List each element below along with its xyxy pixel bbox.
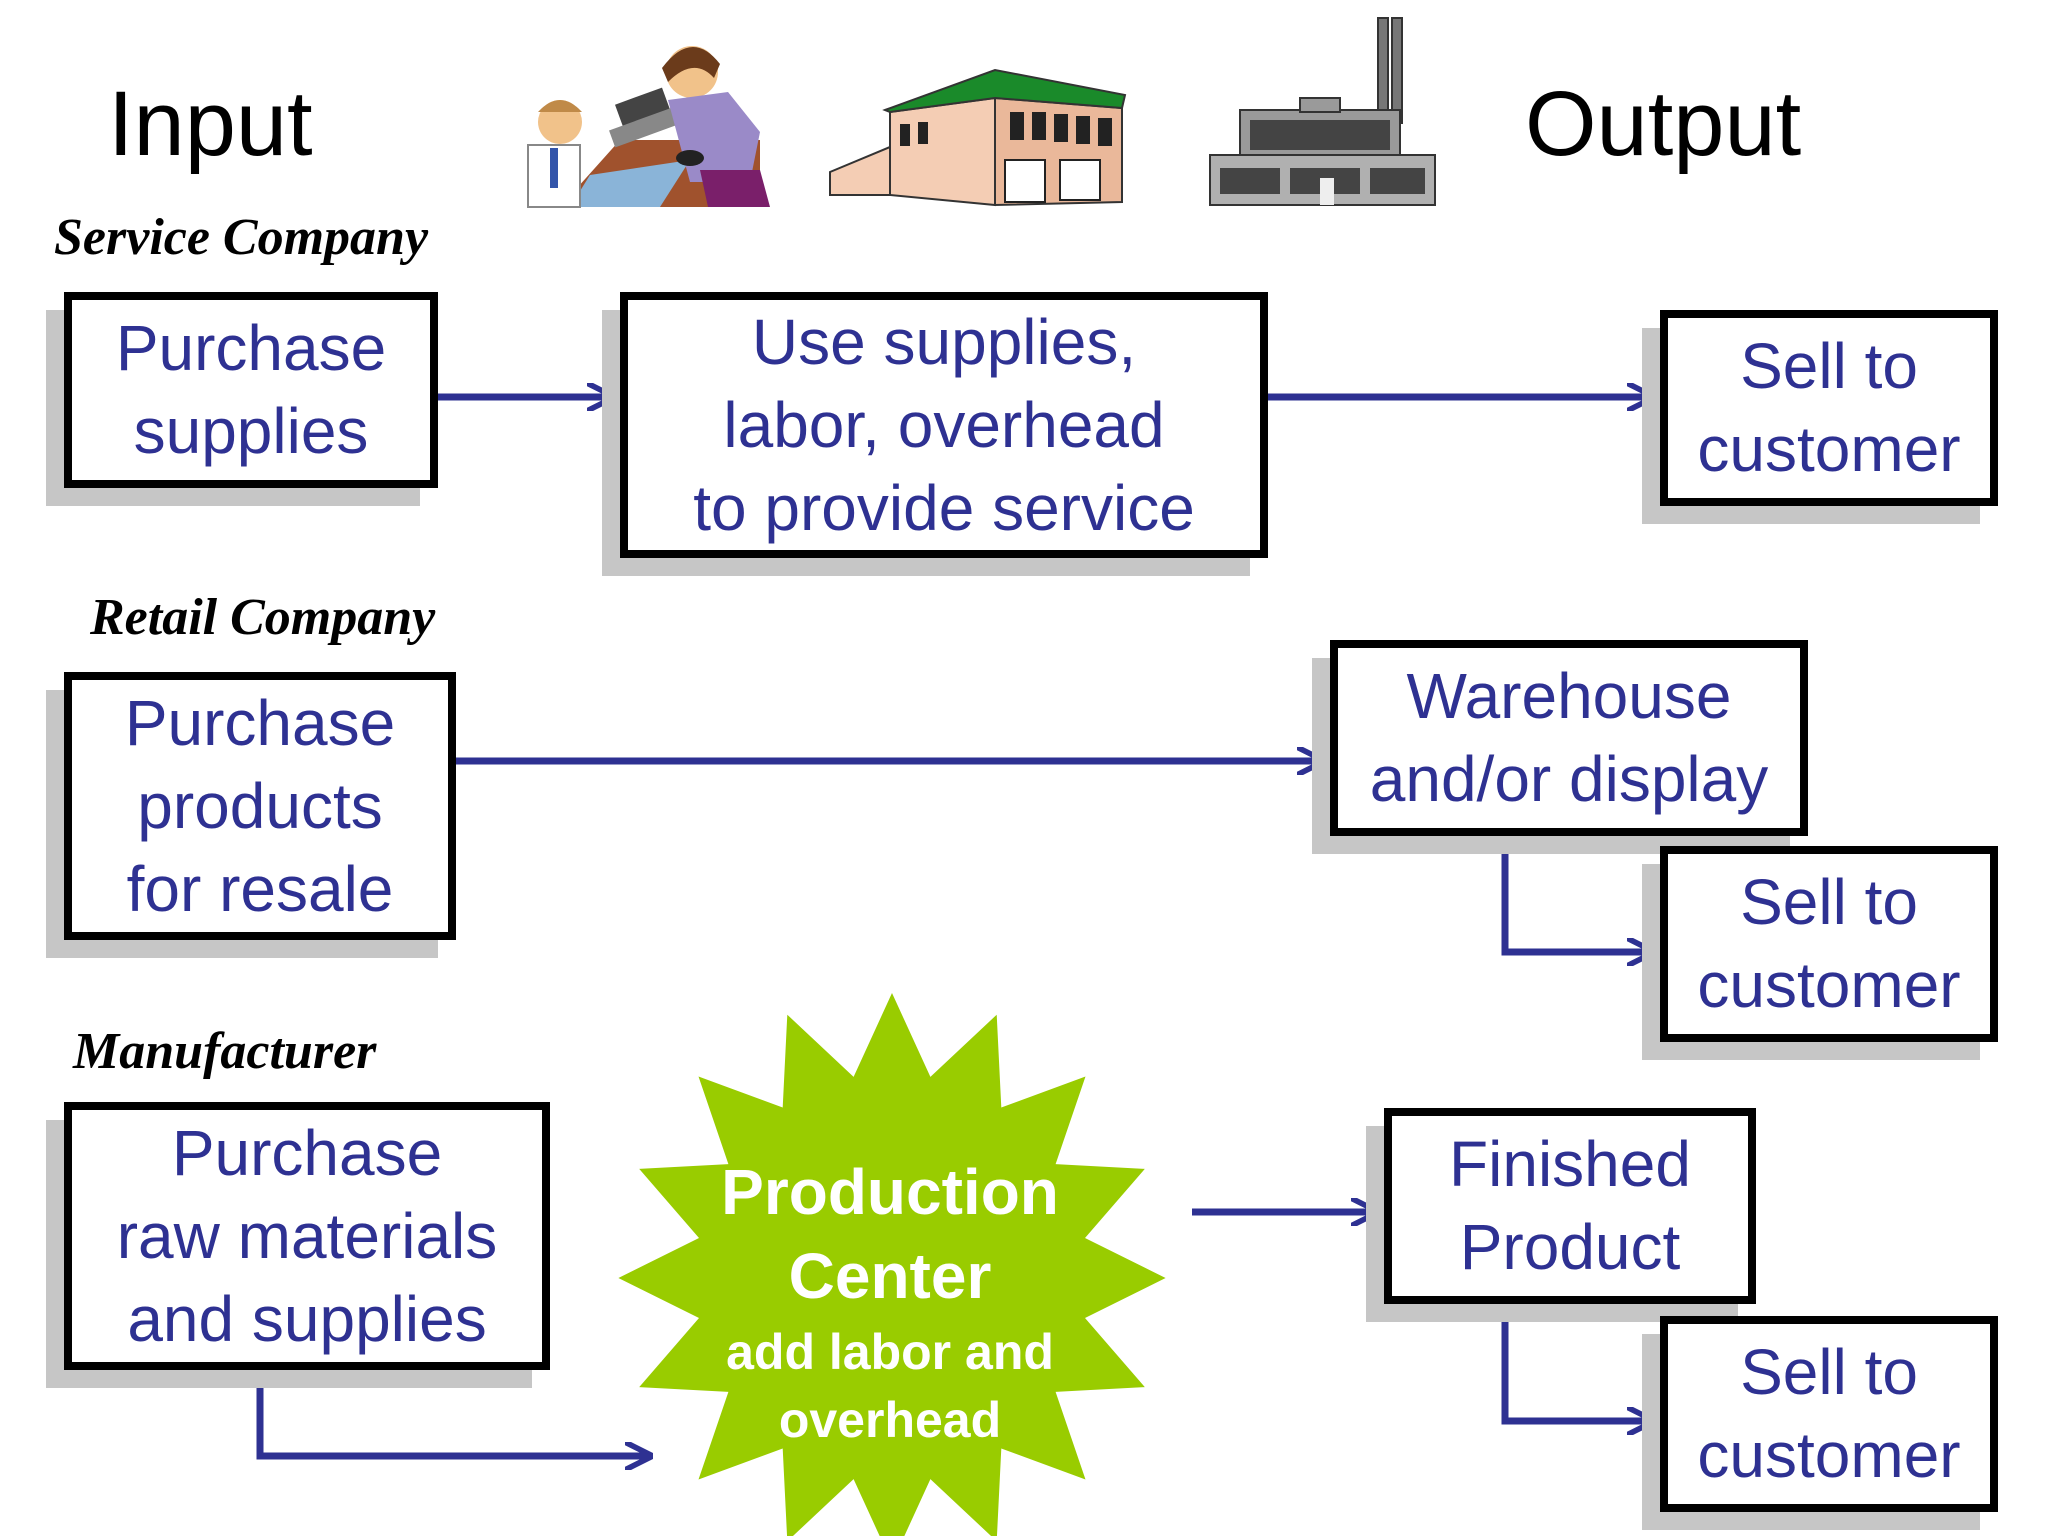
production-sub-line: overhead	[778, 1392, 1002, 1448]
box-line: to provide service	[693, 471, 1195, 544]
box-line: customer	[1697, 1419, 1961, 1491]
box-line: Sell to	[1740, 1336, 1918, 1408]
mfg-purchase-box: Purchase raw materials and supplies	[64, 1102, 550, 1370]
box-line: customer	[1697, 949, 1961, 1021]
output-heading: Output	[1525, 73, 1802, 175]
input-heading: Input	[108, 73, 313, 175]
section-title-manufacturer: Manufacturer	[73, 1023, 377, 1080]
section-title-service: Service Company	[54, 209, 429, 266]
box-line: and/or display	[1369, 743, 1769, 815]
box-line: Finished	[1449, 1128, 1691, 1200]
service-purchase-box: Purchase supplies	[64, 292, 438, 488]
box-line: Purchase	[124, 686, 396, 759]
box-line: Warehouse	[1406, 660, 1732, 732]
arrow-retail-2	[1501, 830, 1652, 952]
box-line: Product	[1459, 1211, 1681, 1283]
box-line: supplies	[133, 395, 369, 467]
retail-sell-box: Sell to customer	[1660, 846, 1998, 1042]
section-title-retail: Retail Company	[90, 589, 436, 646]
factory-icon	[1209, 17, 1436, 206]
box-line: for resale	[126, 852, 394, 925]
box-line: products	[137, 769, 383, 842]
retail-purchase-box: Purchase products for resale	[64, 672, 456, 940]
retail-store-icon	[829, 68, 1127, 207]
box-line: Use supplies,	[751, 305, 1137, 378]
box-line: raw materials	[116, 1199, 498, 1272]
arrow-mfg-3	[1501, 1303, 1652, 1421]
box-line: Purchase	[171, 1116, 443, 1189]
retail-warehouse-box: Warehouse and/or display	[1330, 640, 1808, 836]
box-line: Sell to	[1740, 330, 1918, 402]
box-line: labor, overhead	[723, 388, 1165, 461]
box-line: Sell to	[1740, 866, 1918, 938]
service-sell-box: Sell to customer	[1660, 310, 1998, 506]
production-center-label: Production Center add labor and overhead	[660, 1150, 1120, 1454]
production-title-line: Production	[721, 1156, 1059, 1228]
arrow-mfg-1	[256, 1368, 650, 1456]
production-title-line: Center	[788, 1240, 992, 1312]
box-line: customer	[1697, 413, 1961, 485]
mfg-finished-box: Finished Product	[1384, 1108, 1756, 1304]
box-line: and supplies	[127, 1282, 487, 1355]
office-workers-icon	[527, 46, 770, 208]
production-sub-line: add labor and	[726, 1324, 1054, 1380]
production-center-starburst	[618, 993, 1166, 1536]
box-line: Purchase	[115, 312, 387, 384]
service-use-box: Use supplies, labor, overhead to provide…	[620, 292, 1268, 558]
mfg-sell-box: Sell to customer	[1660, 1316, 1998, 1512]
